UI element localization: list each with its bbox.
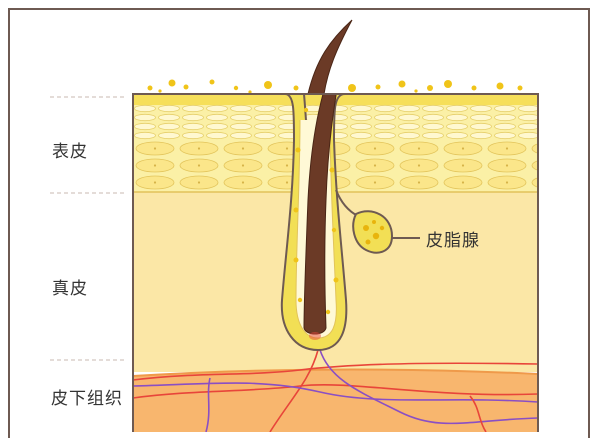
- label-sebaceous-gland: 皮脂腺: [426, 231, 480, 251]
- layer-guides: [50, 96, 124, 361]
- sebaceous-gland: [352, 210, 394, 254]
- blood-vessels: [133, 349, 538, 432]
- diagram-frame: [8, 8, 590, 438]
- hair-shaft-top: [307, 19, 353, 95]
- hair-shaft: [303, 94, 337, 335]
- subcutaneous-layer: [133, 369, 538, 432]
- label-epidermis: 表皮: [52, 142, 88, 162]
- gland-oil-dots: [363, 220, 385, 245]
- surface-oil-dots: [147, 79, 523, 94]
- label-subcutaneous: 皮下组织: [51, 389, 123, 409]
- skin-outline: [132, 93, 539, 432]
- label-dermis: 真皮: [52, 279, 88, 299]
